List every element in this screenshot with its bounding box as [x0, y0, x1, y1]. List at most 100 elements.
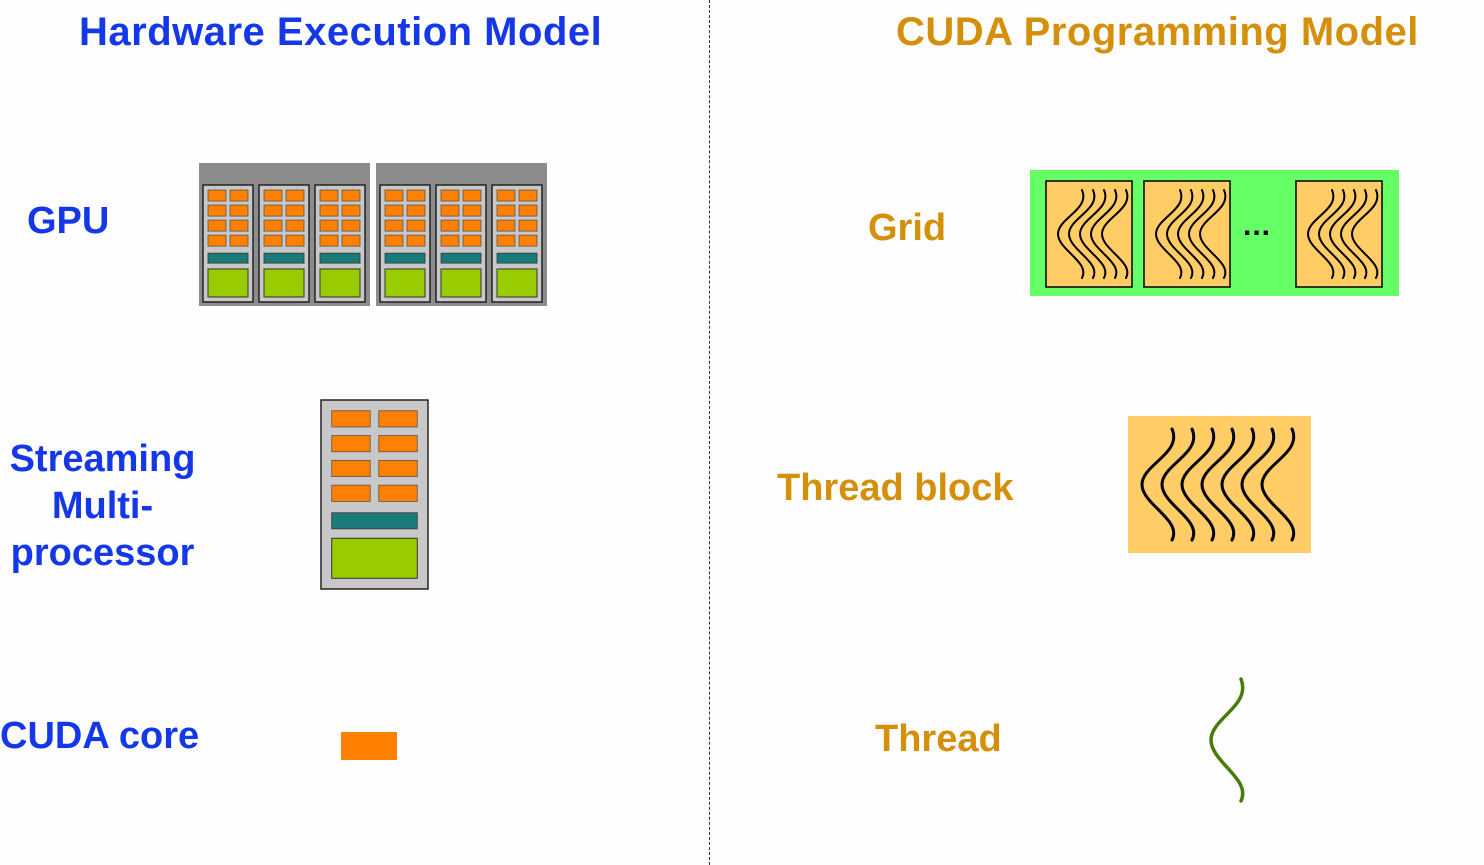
hardware-model-title: Hardware Execution Model	[79, 10, 603, 54]
cuda-core	[285, 204, 305, 217]
thread-wave	[1339, 189, 1368, 279]
grid-label: Grid	[868, 207, 947, 249]
cuda-core	[496, 189, 516, 202]
thread-wave	[1180, 427, 1216, 542]
cuda-core	[440, 234, 460, 247]
thread-wave	[1200, 427, 1236, 542]
cuda-core	[462, 234, 482, 247]
cuda-core	[207, 204, 227, 217]
streaming-multiprocessor-diagram	[320, 399, 429, 590]
thread-block-threads	[1140, 427, 1296, 542]
cuda-core	[518, 219, 538, 232]
grid-block	[1143, 180, 1231, 288]
cuda-core	[319, 219, 339, 232]
cuda-core	[263, 204, 283, 217]
grid-block-frame	[1143, 180, 1231, 288]
gpu-sm	[435, 184, 487, 303]
sm-label-line-3: processor	[10, 532, 195, 574]
cuda-core	[331, 459, 371, 478]
grid-block	[1295, 180, 1383, 288]
cuda-core	[378, 435, 418, 453]
shared-memory	[331, 537, 418, 579]
cuda-core	[229, 219, 249, 232]
cuda-core	[462, 189, 482, 202]
cuda-core	[406, 219, 426, 232]
cuda-core	[207, 234, 227, 247]
gpu-label: GPU	[27, 200, 110, 242]
thread-label: Thread	[875, 718, 1002, 760]
cuda-core	[263, 234, 283, 247]
cuda-core	[263, 189, 283, 202]
cuda-core	[384, 219, 404, 232]
thread-wave	[1165, 189, 1194, 279]
cuda-core	[331, 410, 371, 428]
thread-wave	[1140, 427, 1176, 542]
cuda-core	[285, 234, 305, 247]
thread-wave	[1350, 189, 1379, 279]
register-file	[496, 252, 538, 264]
thread-wave	[1100, 189, 1129, 279]
sm-unit	[320, 399, 429, 590]
cuda-core	[207, 219, 227, 232]
thread-block-diagram	[1128, 416, 1311, 553]
cuda-core	[229, 234, 249, 247]
cuda-core	[229, 189, 249, 202]
thread-wave	[1067, 189, 1096, 279]
grid-diagram	[1030, 170, 1399, 296]
cuda-core	[496, 234, 516, 247]
thread-wave	[1187, 189, 1216, 279]
cuda-core	[341, 234, 361, 247]
grid-block-frame	[1295, 180, 1383, 288]
register-file	[319, 252, 361, 264]
gpu-sm	[491, 184, 543, 303]
grid-block	[1045, 180, 1133, 288]
sm-label-line-1: Streaming	[9, 438, 196, 480]
register-file	[331, 512, 418, 530]
grid-ellipsis: ...	[1243, 209, 1272, 242]
thread-wave	[1056, 189, 1085, 279]
cuda-core	[462, 204, 482, 217]
cuda-core	[496, 219, 516, 232]
cuda-core	[229, 204, 249, 217]
cuda-core	[384, 204, 404, 217]
cuda-core	[331, 435, 371, 453]
cuda-core-diagram	[341, 732, 397, 760]
center-divider	[709, 0, 710, 865]
cuda-core	[440, 189, 460, 202]
thread-wave	[1078, 189, 1107, 279]
register-file	[207, 252, 249, 264]
sm-label-line-2: Multi-	[51, 485, 154, 527]
cuda-core	[406, 189, 426, 202]
cuda-core	[496, 204, 516, 217]
thread-wave	[1240, 427, 1276, 542]
cuda-core	[378, 410, 418, 428]
programming-model-title: CUDA Programming Model	[896, 10, 1419, 54]
cuda-core	[319, 204, 339, 217]
thread-block-background	[1128, 416, 1311, 553]
cuda-core	[319, 189, 339, 202]
cuda-core	[285, 219, 305, 232]
cuda-core	[406, 204, 426, 217]
register-file	[384, 252, 426, 264]
thread-wave	[1160, 427, 1196, 542]
shared-memory	[496, 268, 538, 298]
cuda-core	[331, 484, 371, 502]
cuda-core-block	[341, 732, 397, 760]
single-thread-wave	[1209, 677, 1245, 803]
thread-diagram	[1209, 677, 1245, 803]
cuda-core	[384, 189, 404, 202]
cuda-core	[440, 219, 460, 232]
cuda-core	[341, 189, 361, 202]
gpu-sm	[379, 184, 431, 303]
shared-memory	[263, 268, 305, 298]
thread-wave	[1220, 427, 1256, 542]
cuda-core	[207, 189, 227, 202]
cuda-core	[341, 219, 361, 232]
register-file	[440, 252, 482, 264]
shared-memory	[384, 268, 426, 298]
cuda-core	[263, 219, 283, 232]
cuda-core	[518, 189, 538, 202]
gpu-sm	[314, 184, 366, 303]
cuda-core	[462, 219, 482, 232]
shared-memory	[207, 268, 249, 298]
